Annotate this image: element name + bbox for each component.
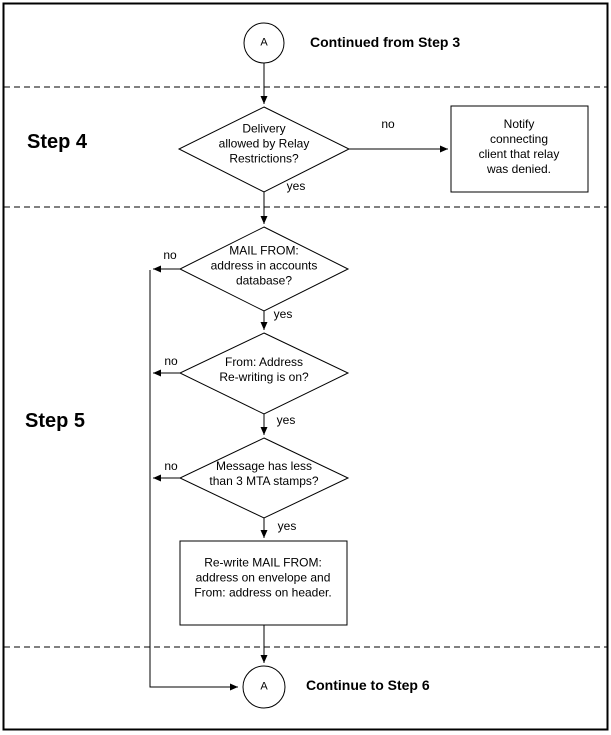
rewrite-no-label: no xyxy=(164,354,178,368)
accounts-yes-label: yes xyxy=(273,307,293,321)
rewrite-yes-label: yes xyxy=(276,413,296,427)
start-connector-circle xyxy=(243,22,285,64)
accounts-no-label: no xyxy=(163,248,177,262)
stamps-decision-diamond xyxy=(178,437,350,519)
relay-no-label: no xyxy=(381,117,395,131)
accounts-decision-text: MAIL FROM: address in accounts database? xyxy=(210,243,318,288)
start-caption: Continued from Step 3 xyxy=(310,34,461,50)
deny-notice-box xyxy=(450,105,589,193)
stamps-no-label: no xyxy=(164,459,178,473)
rewrite-action-box xyxy=(179,540,348,626)
relay-decision-diamond xyxy=(177,106,351,193)
end-connector-circle xyxy=(242,665,286,709)
relay-decision-text: Delivery allowed by Relay Restrictions? xyxy=(218,121,310,166)
rewrite-decision-diamond xyxy=(178,332,350,415)
stamps-yes-label: yes xyxy=(277,519,297,533)
deny-notice-text: Notify connecting client that relay was … xyxy=(478,117,560,176)
rewrite-action-text: Re-write MAIL FROM: address on envelope … xyxy=(194,555,332,600)
rewrite-decision-text: From: Address Re-writing is on? xyxy=(219,355,309,384)
step4-label: Step 4 xyxy=(27,131,88,153)
end-caption: Continue to Step 6 xyxy=(306,677,430,693)
relay-yes-label: yes xyxy=(286,179,306,193)
start-connector-label: A xyxy=(260,36,268,49)
accounts-decision-diamond xyxy=(178,226,350,312)
step5-label: Step 5 xyxy=(25,410,86,432)
bypass-line-to-end xyxy=(149,270,238,691)
stamps-decision-text: Message has less than 3 MTA stamps? xyxy=(209,459,319,488)
end-connector-label: A xyxy=(260,680,268,693)
